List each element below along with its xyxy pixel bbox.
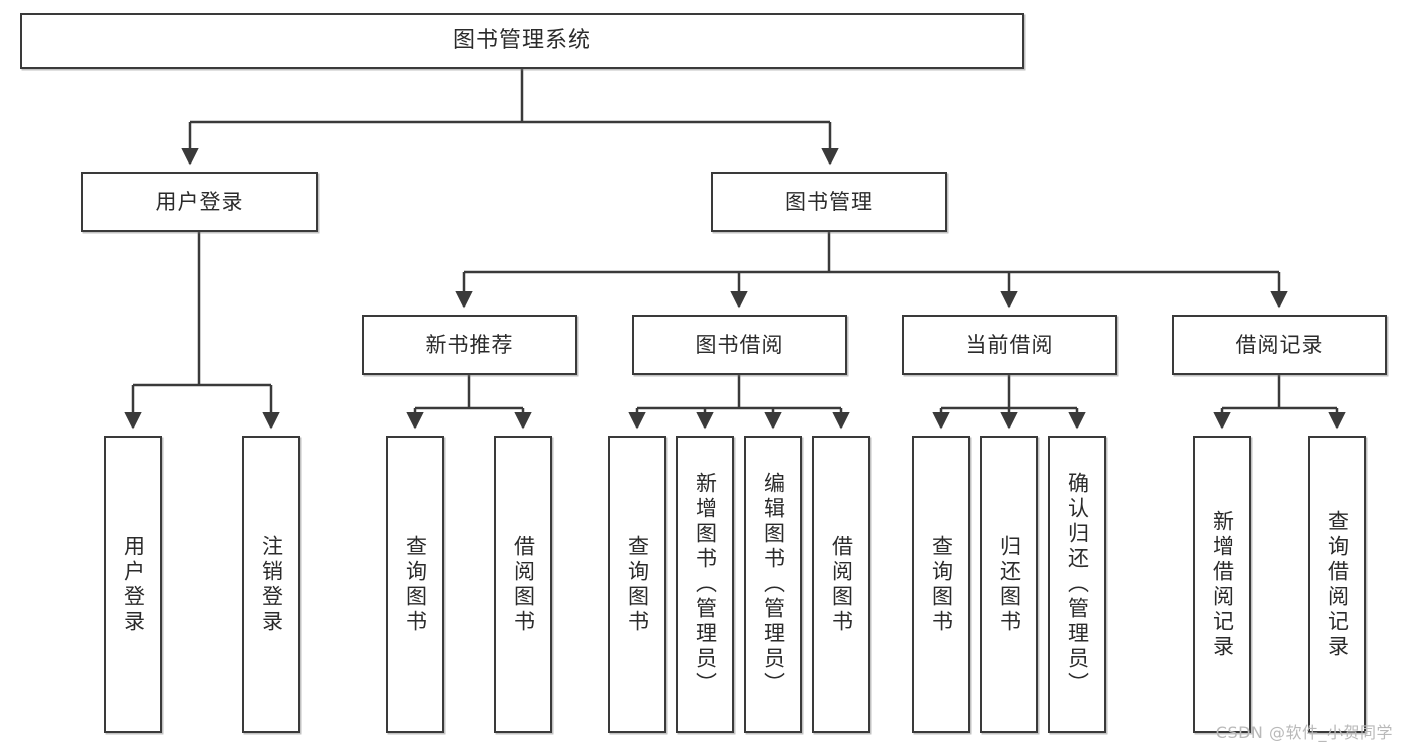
leaf-label: 查询借阅记录 [1325, 509, 1350, 660]
leaf-label: 注销登录 [259, 534, 284, 635]
leaf-label: 查询图书 [625, 534, 650, 635]
leaf-add-borrow-record[interactable]: 新增借阅记录 [1193, 436, 1251, 733]
leaf-confirm-return-admin[interactable]: 确认归还（管理员） [1048, 436, 1106, 733]
leaf-borrow-book-recommend[interactable]: 借阅图书 [494, 436, 552, 733]
leaf-label: 借阅图书 [829, 534, 854, 635]
leaf-label: 新增借阅记录 [1210, 509, 1235, 660]
node-new-book-recommend[interactable]: 新书推荐 [362, 315, 577, 375]
node-label: 当前借阅 [965, 332, 1054, 357]
leaf-borrow-book[interactable]: 借阅图书 [812, 436, 870, 733]
node-label: 新书推荐 [425, 332, 514, 357]
node-book-borrow[interactable]: 图书借阅 [632, 315, 847, 375]
node-user-login[interactable]: 用户登录 [81, 172, 318, 232]
leaf-query-book-current[interactable]: 查询图书 [912, 436, 970, 733]
leaf-label: 查询图书 [929, 534, 954, 635]
leaf-logout[interactable]: 注销登录 [242, 436, 300, 733]
node-root-system[interactable]: 图书管理系统 [20, 13, 1024, 69]
leaf-label: 新增图书（管理员） [693, 472, 718, 697]
leaf-label: 确认归还（管理员） [1065, 472, 1090, 697]
leaf-return-book[interactable]: 归还图书 [980, 436, 1038, 733]
node-label: 用户登录 [155, 189, 244, 214]
leaf-add-book-admin[interactable]: 新增图书（管理员） [676, 436, 734, 733]
node-label: 借阅记录 [1235, 332, 1324, 357]
watermark: CSDN @软件_小贺同学 [1215, 723, 1393, 742]
leaf-query-book-borrow[interactable]: 查询图书 [608, 436, 666, 733]
leaf-query-borrow-record[interactable]: 查询借阅记录 [1308, 436, 1366, 733]
leaf-query-book-recommend[interactable]: 查询图书 [386, 436, 444, 733]
leaf-label: 编辑图书（管理员） [761, 472, 786, 697]
node-label: 图书借阅 [695, 332, 784, 357]
node-current-borrow[interactable]: 当前借阅 [902, 315, 1117, 375]
leaf-label: 借阅图书 [511, 534, 536, 635]
leaf-edit-book-admin[interactable]: 编辑图书（管理员） [744, 436, 802, 733]
node-label: 图书管理 [785, 189, 873, 214]
leaf-label: 用户登录 [121, 534, 146, 635]
node-label: 图书管理系统 [452, 28, 591, 54]
leaf-label: 查询图书 [403, 534, 428, 635]
node-book-management[interactable]: 图书管理 [711, 172, 947, 232]
leaf-label: 归还图书 [997, 534, 1022, 635]
leaf-user-login[interactable]: 用户登录 [104, 436, 162, 733]
node-borrow-record[interactable]: 借阅记录 [1172, 315, 1387, 375]
